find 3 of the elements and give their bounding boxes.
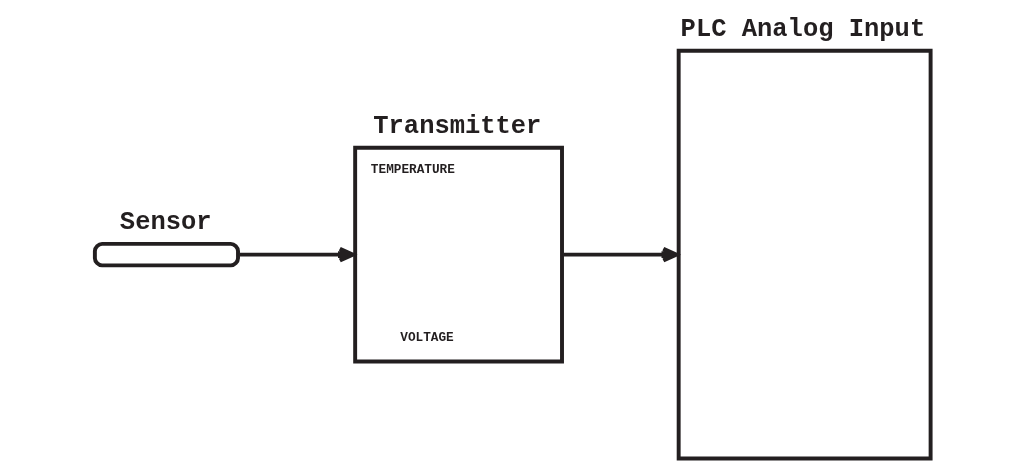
node-label: PLC Analog Input (680, 14, 925, 44)
node-label: Transmitter (372, 111, 541, 141)
node-label: Sensor (119, 207, 212, 237)
